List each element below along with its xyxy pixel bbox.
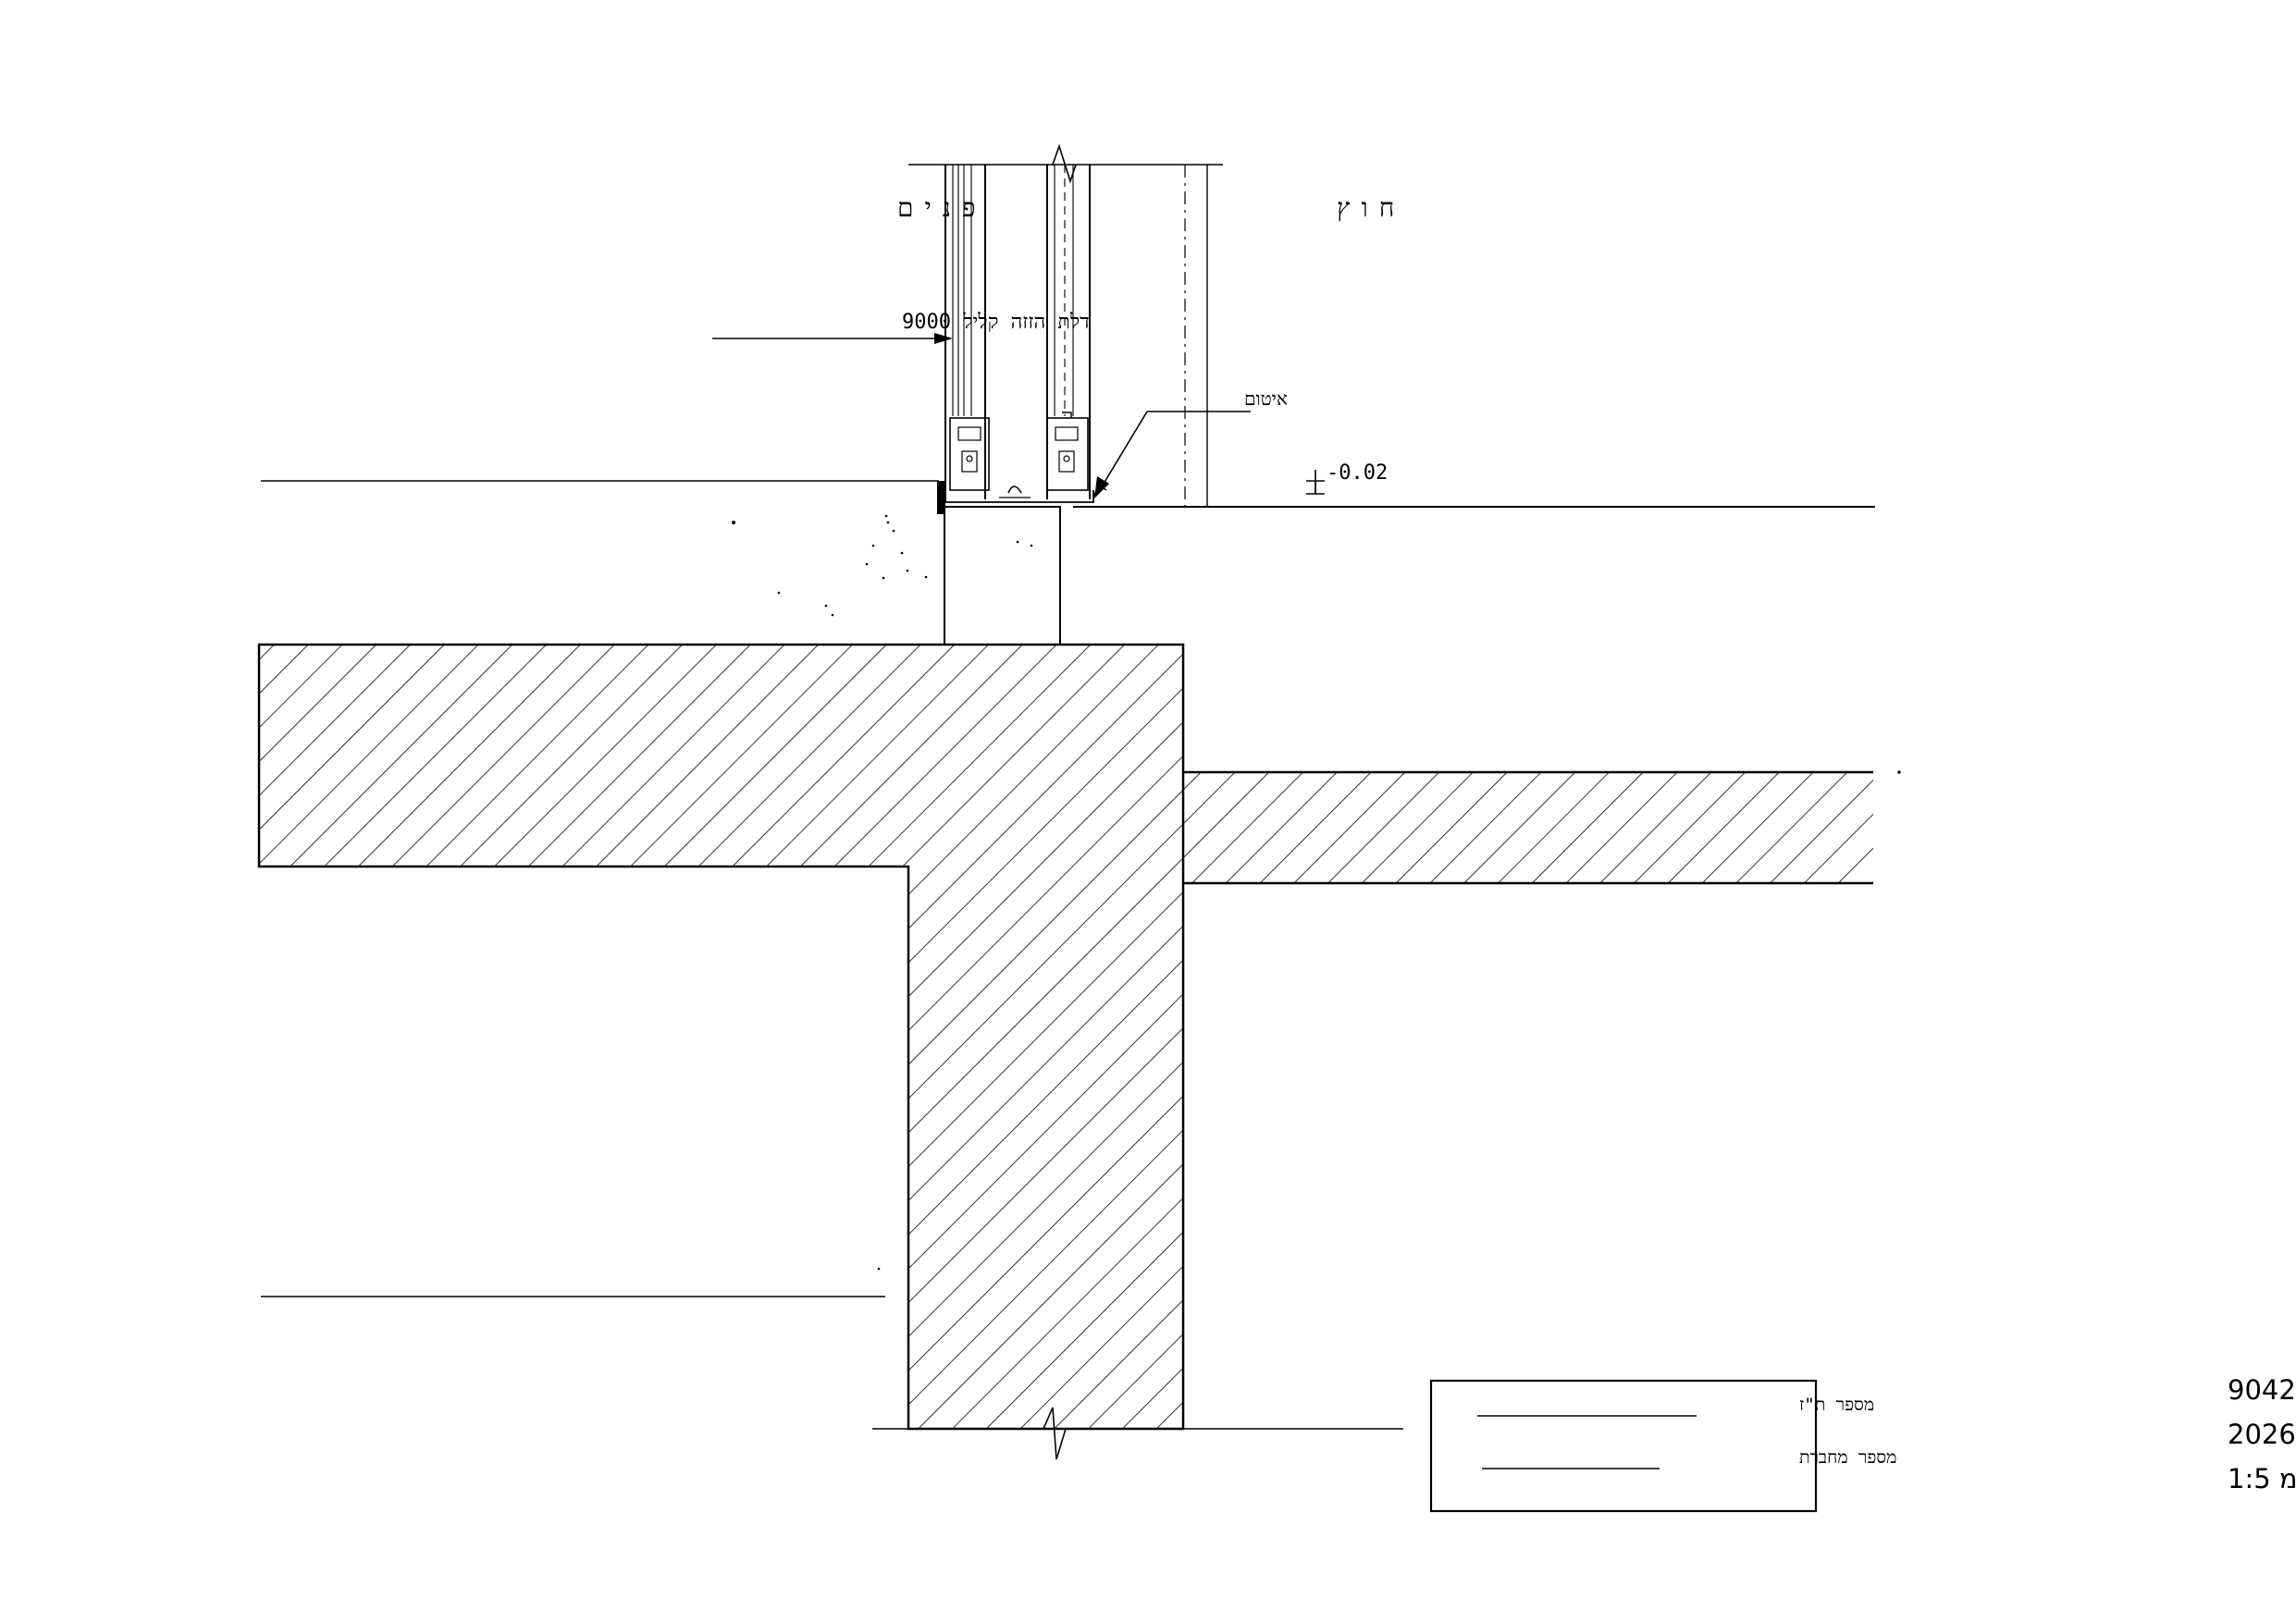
label-sealing: איטום bbox=[1244, 387, 1288, 410]
notebook-number-label: מספר מחברת bbox=[1799, 1447, 1896, 1468]
sliding-door-frame bbox=[908, 143, 1223, 514]
break-symbol-bottom bbox=[1033, 1407, 1073, 1460]
title-line-2: מועד א' קיץ תשפ"ו – 2026 bbox=[2228, 1419, 2296, 1450]
label-level: -0.02 bbox=[1327, 461, 1388, 485]
id-number-label: מספר ת"ז bbox=[1799, 1395, 1874, 1415]
student-form-box: מספר ת"ז מספר מחברת bbox=[1429, 1379, 1896, 1513]
threshold-block bbox=[944, 506, 1061, 646]
leader-lines bbox=[712, 333, 1251, 498]
screed-speckles bbox=[732, 514, 1901, 1271]
label-inside: פנים bbox=[897, 192, 987, 223]
label-outside: חוץ bbox=[1337, 192, 1405, 223]
concrete-section bbox=[257, 643, 1873, 1431]
concrete-l-slab-column bbox=[257, 643, 1185, 1431]
title-block: נספח ד' לשאלון 90421 מועד א' קיץ תשפ"ו –… bbox=[2228, 1374, 2296, 1494]
title-line-3: שאלה 4 – פרט ס ק"מ 1:5 bbox=[2228, 1463, 2296, 1494]
title-line-1: נספח ד' לשאלון 90421 bbox=[2228, 1374, 2296, 1406]
concrete-outer-slab bbox=[1183, 772, 1873, 883]
level-marker bbox=[1306, 470, 1325, 495]
label-door: דלת הזזה קליל 9000 bbox=[902, 311, 1090, 334]
